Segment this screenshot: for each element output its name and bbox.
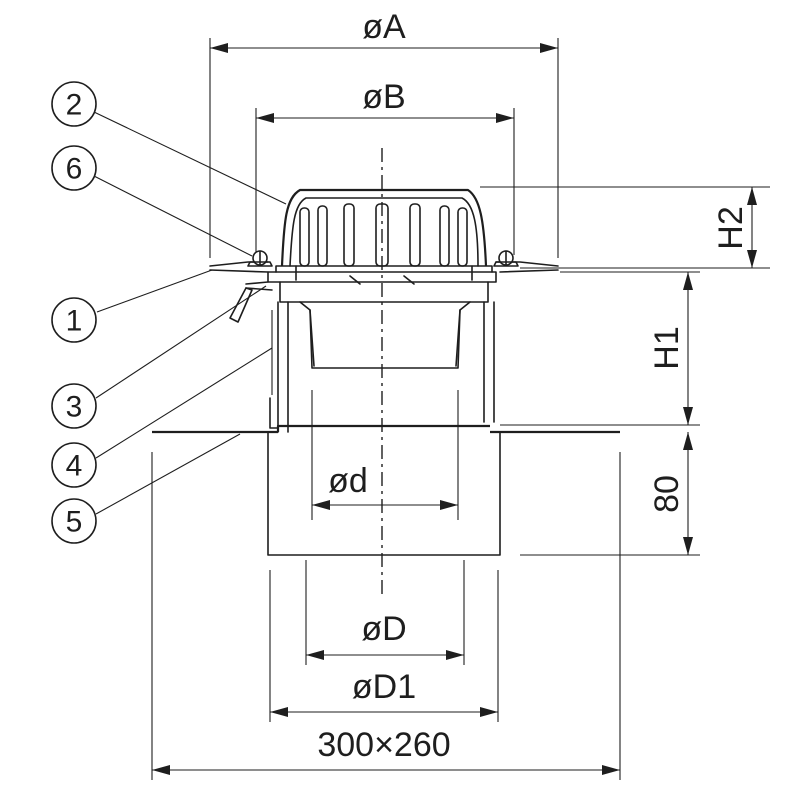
callout-5-number: 5 xyxy=(66,506,83,539)
dimension-label-a: øA xyxy=(362,8,406,46)
dimension-label-80: 80 xyxy=(648,475,686,513)
dimension-label-d-small: ød xyxy=(328,462,368,500)
dome-grate xyxy=(280,188,488,285)
dimension-label-d: øD xyxy=(361,610,406,648)
flange xyxy=(209,261,559,273)
callout-6: 6 xyxy=(51,145,97,191)
extension-lines xyxy=(151,38,770,780)
lower-pipe xyxy=(267,431,501,556)
dimension-label-h2: H2 xyxy=(712,206,750,249)
callout-3-number: 3 xyxy=(66,391,83,424)
callout-1-number: 1 xyxy=(66,305,83,338)
dimension-label-plate: 300×260 xyxy=(317,726,450,764)
callout-3: 3 xyxy=(51,383,97,429)
callout-2-number: 2 xyxy=(66,89,83,122)
dimension-label-h1: H1 xyxy=(648,326,686,369)
callout-6-number: 6 xyxy=(66,153,83,186)
callout-leaders xyxy=(93,111,287,515)
dimension-label-d1: øD1 xyxy=(352,668,416,706)
dimension-lines xyxy=(152,43,757,775)
bolt-left xyxy=(247,250,273,267)
bolt-right xyxy=(493,250,519,267)
callout-2: 2 xyxy=(51,81,97,127)
drain-body xyxy=(152,261,620,556)
callout-4-number: 4 xyxy=(66,450,83,483)
callout-5: 5 xyxy=(51,498,97,544)
callout-1: 1 xyxy=(51,297,97,343)
bottom-plate xyxy=(152,424,620,434)
upper-pipe xyxy=(277,301,495,433)
callout-4: 4 xyxy=(51,442,97,488)
dimension-label-b: øB xyxy=(362,78,405,116)
